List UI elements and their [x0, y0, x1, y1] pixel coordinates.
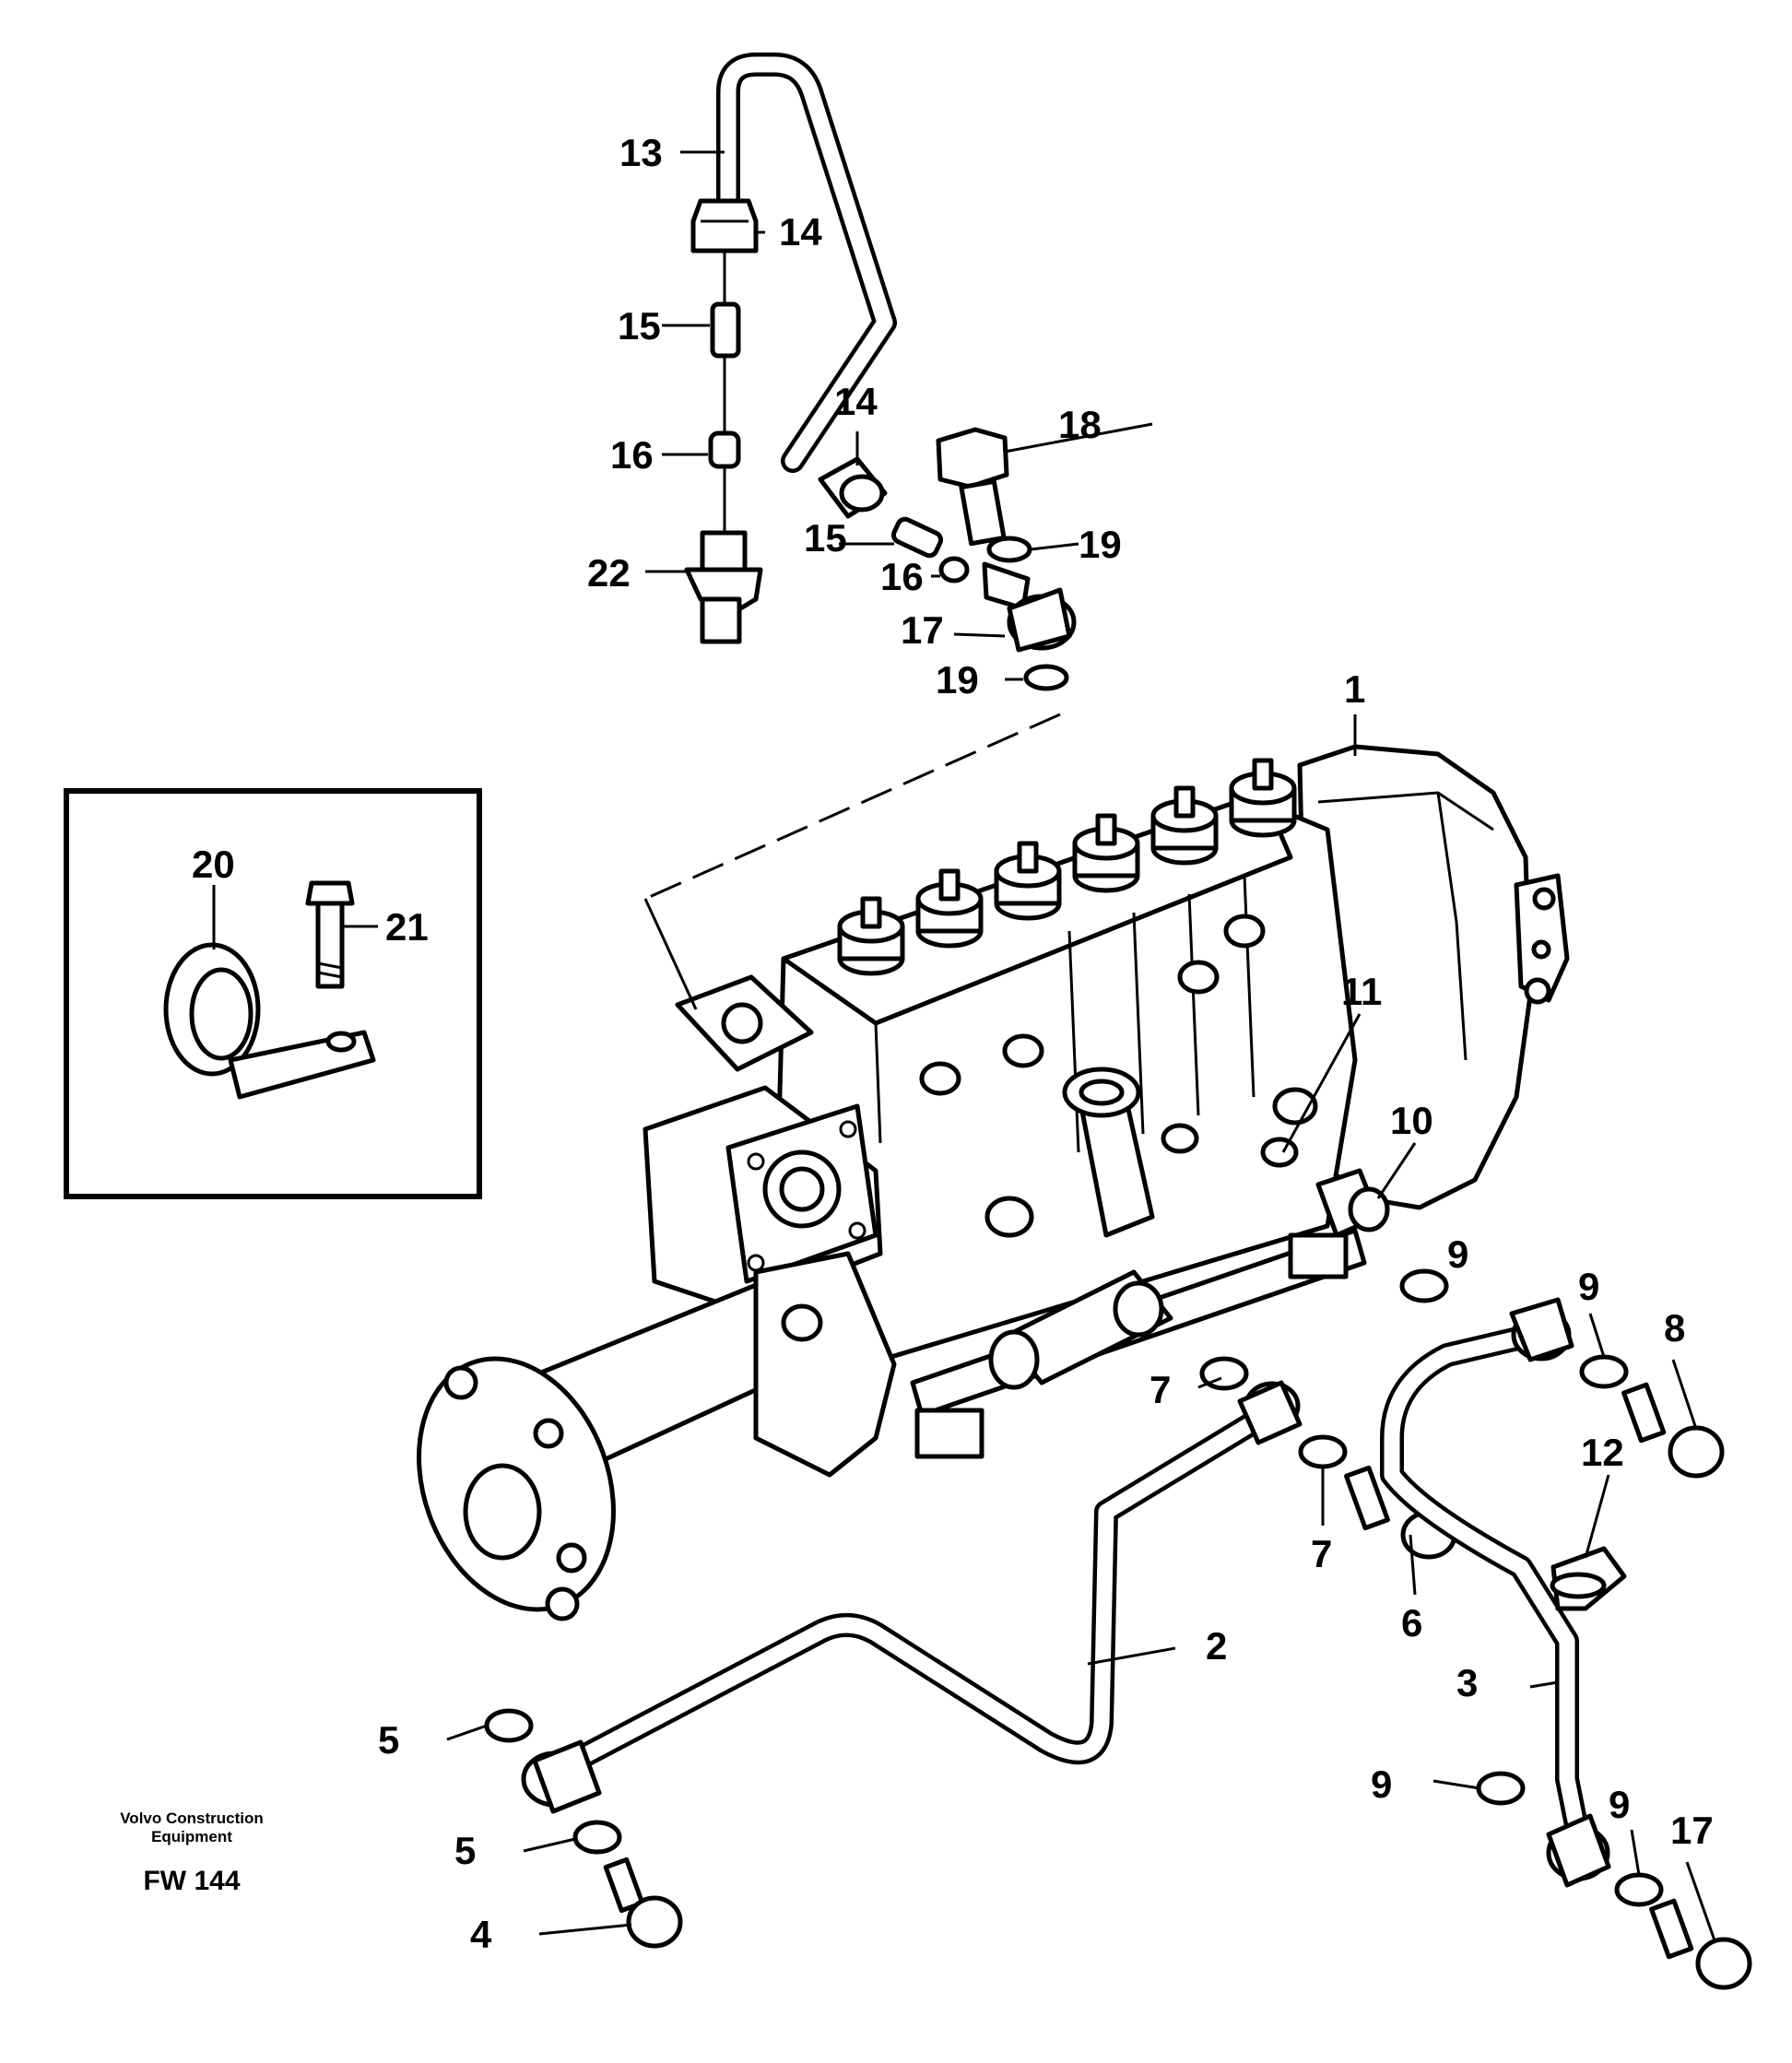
- callout-20: 20: [192, 843, 235, 886]
- banjo-bolt-4: [603, 1857, 683, 1949]
- callout-5-lower: 5: [454, 1829, 476, 1872]
- callout-15-lower: 15: [804, 516, 847, 560]
- washer-9-d: [1614, 1872, 1664, 1907]
- washer-top: [986, 536, 1032, 563]
- delivery-valve-holders: [837, 758, 1297, 976]
- washer-9-a: [1399, 1268, 1449, 1303]
- fitting-10: [1315, 1168, 1390, 1238]
- callout-12: 12: [1581, 1431, 1624, 1474]
- clamp-bolt: [305, 880, 355, 989]
- callout-17-upper: 17: [901, 608, 944, 652]
- figure-code: FW 144: [143, 1866, 240, 1896]
- callout-9-c: 9: [1371, 1762, 1392, 1806]
- callout-9-b: 9: [1578, 1265, 1599, 1308]
- connector-nipple: [684, 530, 763, 644]
- p-clip-clamp: [163, 942, 376, 1100]
- publisher-name-line2: Equipment: [151, 1828, 232, 1845]
- callout-16-upper: 16: [610, 433, 654, 477]
- callout-15-upper: 15: [618, 304, 661, 348]
- callout-7-lower: 7: [1311, 1532, 1332, 1575]
- injection-pump-body: [417, 713, 1570, 1621]
- callout-7-upper: 7: [1149, 1368, 1171, 1411]
- leak-off-pipe: [716, 53, 897, 473]
- callout-13: 13: [619, 131, 663, 174]
- banjo-bolt-17-lower: [1649, 1898, 1752, 1990]
- washer-11: [1260, 1137, 1299, 1168]
- banjo-bolt-top: [936, 427, 1009, 547]
- washer-bottom: [1023, 664, 1069, 691]
- union-nut-lower: [818, 456, 888, 519]
- fuel-pipe-3: [1380, 1325, 1590, 1846]
- callout-4: 4: [470, 1913, 492, 1956]
- callout-22: 22: [587, 551, 631, 595]
- banjo-pipe-3-upper: [1509, 1297, 1574, 1362]
- publisher-name-line1: Volvo Construction: [120, 1810, 264, 1827]
- banjo-pipe-3-lower: [1546, 1813, 1611, 1888]
- callout-2: 2: [1206, 1624, 1227, 1668]
- publisher-footer: Volvo Construction Equipment FW 144: [120, 1810, 264, 1896]
- callout-3: 3: [1456, 1661, 1478, 1704]
- callout-9-a: 9: [1447, 1232, 1468, 1276]
- clamp-detail-inset: [64, 788, 482, 1199]
- pipe-clamp-12: [1550, 1546, 1627, 1611]
- washer-9-c: [1476, 1771, 1526, 1806]
- callout-14-upper: 14: [779, 210, 822, 253]
- callout-11: 11: [1341, 970, 1382, 1013]
- callout-19-lower: 19: [936, 658, 979, 701]
- callout-10: 10: [1390, 1099, 1433, 1142]
- washer-5-upper: [484, 1708, 534, 1743]
- banjo-fitting: [982, 561, 1077, 653]
- washer-9-b: [1579, 1354, 1629, 1389]
- callout-labels: 13 14 15 16 22 14 18 15 19 16 17 19 1 20…: [192, 131, 1714, 1956]
- callout-14-lower: 14: [834, 380, 878, 423]
- callout-17-lower: 17: [1670, 1809, 1714, 1852]
- leader-lines: [212, 150, 1716, 1941]
- fuel-pipe-2: [560, 1408, 1270, 1774]
- banjo-bolt-8: [1621, 1382, 1725, 1479]
- union-nut-upper: [690, 198, 759, 253]
- overflow-fitting: [988, 1067, 1173, 1390]
- callout-16-lower: 16: [880, 555, 924, 598]
- washer-7-lower: [1298, 1434, 1348, 1469]
- callout-5-upper: 5: [378, 1718, 399, 1762]
- banjo-pipe-2-upper: [1237, 1380, 1303, 1445]
- washer-5-lower: [572, 1820, 622, 1855]
- sleeve-lower: [890, 516, 944, 559]
- olive-lower: [938, 556, 970, 584]
- banjo-pipe-2-lower: [521, 1739, 602, 1814]
- callout-8: 8: [1664, 1306, 1685, 1350]
- callout-19-upper: 19: [1079, 523, 1122, 566]
- callout-1: 1: [1344, 667, 1365, 711]
- sleeve-upper: [710, 301, 741, 359]
- olive-upper: [708, 430, 741, 469]
- callout-9-d: 9: [1609, 1783, 1630, 1826]
- callout-21: 21: [385, 905, 429, 949]
- callout-6: 6: [1401, 1601, 1422, 1645]
- callout-18: 18: [1058, 403, 1102, 446]
